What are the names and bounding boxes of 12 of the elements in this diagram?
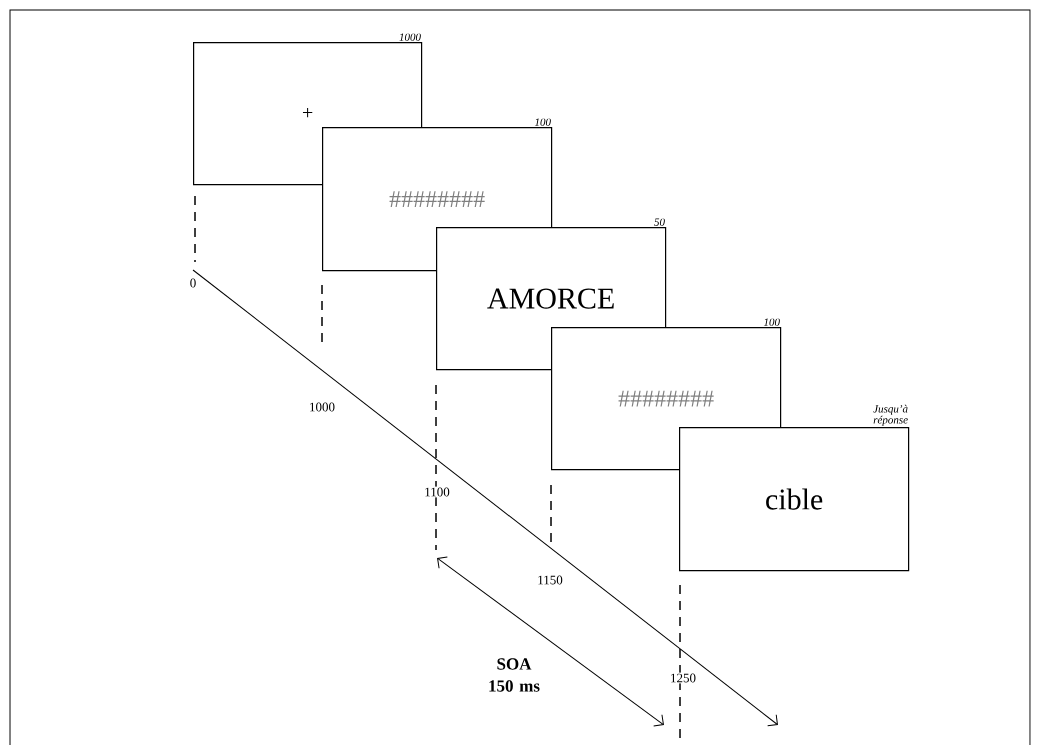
screen-box: cible <box>679 427 910 572</box>
duration-label: Jusqu’à réponse <box>873 404 908 426</box>
duration-label: 100 <box>763 318 780 326</box>
time-label: 0 <box>188 277 198 289</box>
time-label: 1100 <box>423 486 451 498</box>
duration-label: 50 <box>654 218 665 226</box>
time-label: 1000 <box>308 401 336 413</box>
duration-label: 1000 <box>399 33 421 41</box>
interval-label: SOA 150 ms <box>489 658 540 692</box>
time-label: 1250 <box>669 672 697 684</box>
time-label: 1150 <box>536 574 564 586</box>
duration-label: 100 <box>534 118 551 126</box>
